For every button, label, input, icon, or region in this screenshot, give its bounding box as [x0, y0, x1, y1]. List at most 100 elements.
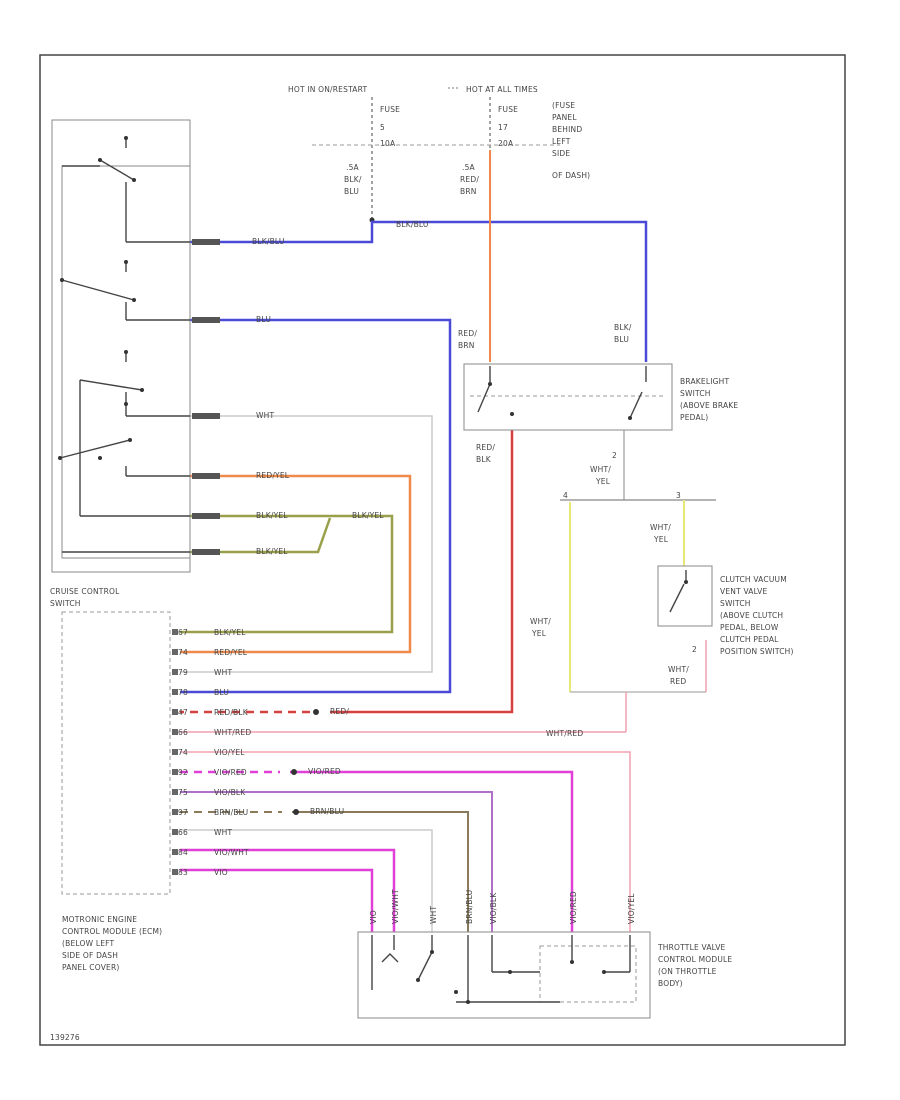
brakelight-label: BRAKELIGHT SWITCH (ABOVE BRAKE PEDAL) [680, 377, 738, 422]
left-source-label: HOT IN ON/RESTART [288, 85, 367, 94]
ecm-pin-wire-color: VIO/BLK [214, 788, 246, 797]
svg-text:BODY): BODY) [658, 979, 683, 988]
ecm-pin-connector [172, 669, 178, 675]
clutch-vacuum-switch: WHT/ YEL 2 WHT/ RED CLUTCH VACUUM VENT V… [530, 500, 794, 732]
ecm-pin-wire-color: BLU [214, 688, 229, 697]
throttle-wire-label: VIO/RED [569, 891, 578, 924]
fuse-b-amp: 20A [498, 139, 514, 148]
cruise-title-2: SWITCH [50, 599, 81, 608]
ecm-pin-number: 66 [178, 828, 188, 837]
svg-text:SWITCH: SWITCH [680, 389, 711, 398]
fuse-a-amp: 10A [380, 139, 396, 148]
label-vio-red: VIO/RED [308, 767, 341, 776]
svg-text:BEHIND: BEHIND [552, 125, 582, 134]
svg-text:.5A: .5A [346, 163, 360, 172]
throttle-wire-label: WHT [429, 906, 438, 924]
svg-text:2: 2 [612, 451, 617, 460]
svg-text:(ABOVE CLUTCH: (ABOVE CLUTCH [720, 611, 783, 620]
ecm-pin-wire-color: VIO/WHT [214, 848, 249, 857]
svg-text:WHT/: WHT/ [650, 523, 671, 532]
fuse-panel-label: (FUSE PANEL BEHIND LEFT SIDE OF DASH) [552, 101, 590, 180]
ecm-pin-wire-color: WHT/RED [214, 728, 251, 737]
label-blk-yel-1: BLK/YEL [256, 511, 288, 520]
ecm-pin-number: 97 [178, 808, 188, 817]
label-blk-blu-right: BLK/BLU [396, 220, 429, 229]
wire-blk-yel-2 [190, 517, 332, 554]
wire-vio [180, 868, 374, 932]
svg-text:RED/: RED/ [460, 175, 479, 184]
throttle-wire-label: VIO/WHT [391, 889, 400, 924]
svg-text:RED/: RED/ [330, 707, 349, 716]
svg-text:PANEL COVER): PANEL COVER) [62, 963, 120, 972]
svg-text:PANEL: PANEL [552, 113, 577, 122]
ecm-pin-connector [172, 809, 178, 815]
ecm-pin-connector [172, 769, 178, 775]
ecm-pin-number: 74 [178, 648, 188, 657]
svg-text:PEDAL, BELOW: PEDAL, BELOW [720, 623, 779, 632]
wire-vio-yel [180, 751, 631, 932]
wire-blk-blu-top [190, 220, 648, 362]
ecm-pin-wire-color: VIO/RED [214, 768, 247, 777]
ecm-pin-connector [172, 729, 178, 735]
svg-text:LEFT: LEFT [552, 137, 571, 146]
svg-text:POSITION SWITCH): POSITION SWITCH) [720, 647, 794, 656]
svg-text:BLU: BLU [614, 335, 629, 344]
svg-text:3: 3 [676, 491, 681, 500]
label-brn-blu: BRN/BLU [310, 807, 344, 816]
fuse-b-number: 17 [498, 123, 508, 132]
svg-text:.5A: .5A [462, 163, 476, 172]
ecm-pin-wire-color: VIO/YEL [214, 748, 245, 757]
diagram-frame [39, 54, 846, 1046]
ecm-pin-wire-color: VIO [214, 868, 228, 877]
ecm-pin-connector [172, 789, 178, 795]
svg-text:BLK/: BLK/ [614, 323, 632, 332]
svg-text:2: 2 [692, 645, 697, 654]
wire-wht [180, 415, 433, 673]
svg-text:BRAKELIGHT: BRAKELIGHT [680, 377, 729, 386]
svg-text:(ON THROTTLE: (ON THROTTLE [658, 967, 717, 976]
ecm-pin-number: 74 [178, 748, 188, 757]
right-source-label: HOT AT ALL TIMES [466, 85, 538, 94]
clutch-label: CLUTCH VACUUM VENT VALVE SWITCH (ABOVE C… [720, 575, 794, 656]
brakelight-switch: RED/ BRN BLK/ BLU BRAKELIGHT SWITCH (ABO… [458, 323, 738, 501]
ecm-pin-connector [172, 629, 178, 635]
svg-text:(ABOVE BRAKE: (ABOVE BRAKE [680, 401, 738, 410]
cruise-title-1: CRUISE CONTROL [50, 587, 120, 596]
ecm-pin-connector [172, 869, 178, 875]
wire-wht-throttle [180, 829, 433, 932]
wire-vio-red [290, 770, 574, 932]
wire-vio-wht [180, 848, 396, 932]
fuse-b-label: FUSE [498, 105, 518, 114]
ecm-pin-connector [172, 749, 178, 755]
wire-vio-blk [180, 791, 493, 932]
svg-text:BRN: BRN [458, 341, 475, 350]
wire-blu [180, 318, 452, 694]
throttle-wire-label: VIO/YEL [627, 893, 636, 924]
svg-text:YEL: YEL [653, 535, 669, 544]
svg-text:OF DASH): OF DASH) [552, 171, 590, 180]
svg-text:PEDAL): PEDAL) [680, 413, 708, 422]
ecm-pin-connector [172, 709, 178, 715]
wire-red-blk [330, 430, 514, 714]
ecm-pin-number: 67 [178, 628, 188, 637]
label-blu: BLU [256, 315, 271, 324]
svg-text:SIDE OF DASH: SIDE OF DASH [62, 951, 118, 960]
ecm-pin-wire-color: WHT [214, 828, 232, 837]
svg-text:BLK/: BLK/ [344, 175, 362, 184]
svg-text:RED/: RED/ [476, 443, 495, 452]
svg-text:CLUTCH VACUUM: CLUTCH VACUUM [720, 575, 787, 584]
throttle-wire-label: VIO/BLK [489, 892, 498, 924]
svg-text:CONTROL MODULE (ECM): CONTROL MODULE (ECM) [62, 927, 162, 936]
footer-code: 139276 [50, 1033, 80, 1042]
svg-text:WHT/: WHT/ [590, 465, 611, 474]
svg-text:MOTRONIC ENGINE: MOTRONIC ENGINE [62, 915, 137, 924]
svg-text:SWITCH: SWITCH [720, 599, 751, 608]
label-wht-red-long: WHT/RED [546, 729, 583, 738]
svg-text:RED/: RED/ [458, 329, 477, 338]
throttle-wire-label: BRN/BLU [465, 890, 474, 924]
ecm-pin-number: 79 [178, 668, 188, 677]
fuse-a-label: FUSE [380, 105, 400, 114]
